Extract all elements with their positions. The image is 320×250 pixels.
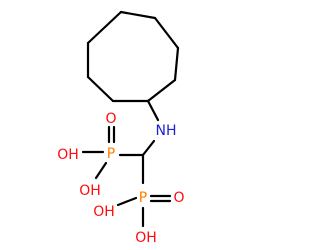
lower-oxo-oxygen-label: O (173, 190, 184, 206)
cyclooctane-ring (86, 10, 180, 103)
upper-phosphorus-label: P (107, 146, 115, 162)
bond-nitrogen-to-central-carbon (141, 139, 156, 157)
ring-bond-1 (119, 10, 157, 20)
molecule-svg: NH P O OH OH P O OH OH (57, 10, 185, 246)
upper-p-double-bond (107, 125, 116, 144)
upper-hydroxyl-2-label: OH (79, 183, 101, 199)
bond-upper-p-to-oh-2 (94, 161, 108, 180)
ring-bond-6 (86, 75, 115, 103)
bond-ring-to-nitrogen (146, 99, 160, 122)
lower-p-double-bond (149, 194, 172, 203)
upper-oxo-oxygen-label: O (105, 111, 116, 127)
ring-bond-3 (173, 46, 180, 82)
upper-hydroxyl-1-label: OH (57, 147, 79, 163)
lower-hydroxyl-1-label: OH (135, 230, 157, 246)
bond-lower-p-to-oh-2 (116, 196, 138, 207)
ring-bond-8 (86, 10, 123, 45)
ring-bond-2 (153, 16, 180, 50)
structure-diagram: NH P O OH OH P O OH OH (57, 10, 185, 246)
amine-label: NH (156, 123, 177, 139)
ring-bond-4 (146, 78, 177, 103)
lower-phosphorus-label: P (139, 190, 147, 206)
lower-hydroxyl-2-label: OH (93, 204, 115, 220)
